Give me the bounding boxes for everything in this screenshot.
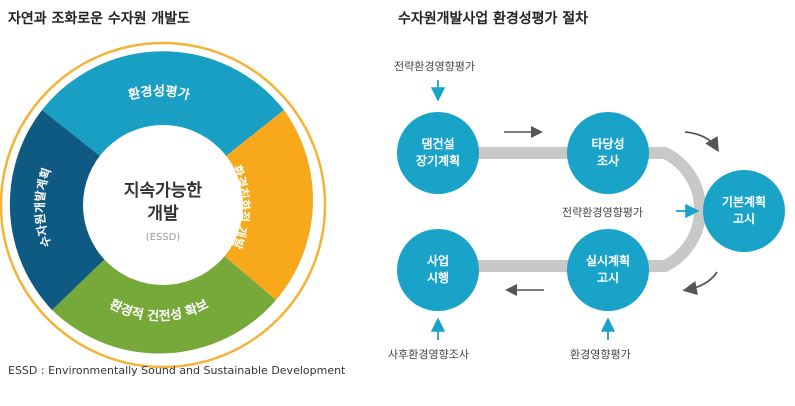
process-track [440,147,707,272]
essd-ring-diagram: 환경성평가 환경친화적 개발 환경적 건전성 확보 수자원개발계획 지속가능한 … [0,41,327,369]
center-line1: 지속가능한 [124,181,203,201]
label-post-eia-survey: 사후환경영향조사 [388,348,469,361]
node-basic-plan: 기본계획 고시 [703,170,785,252]
right-title: 수자원개발사업 환경성평가 절차 [398,11,589,27]
label-strategic-eia-middle: 전략환경영향평가 [562,206,643,219]
node-implementation-plan: 실시계획 고시 [567,229,649,311]
node-feasibility: 타당성 조사 [567,112,649,194]
arrow-basic-to-implementation [682,271,718,296]
center-abbr: (ESSD) [146,232,181,243]
segment-bottom [52,254,276,354]
outer-ring [0,41,327,369]
label-eia: 환경영향평가 [570,348,631,361]
segment-top-label: 환경성평가 [127,83,192,103]
left-title: 자연과 조화로운 수자원 개발도 [8,11,191,27]
segment-right [222,110,313,300]
segment-top [42,51,284,156]
segment-left-label: 수자원개발계획 [32,166,54,249]
node-project: 사업 시행 [397,229,479,311]
segment-left [9,110,108,310]
segment-right-label: 환경친화적 개발 [230,163,253,251]
essd-footnote: ESSD : Environmentally Sound and Sustain… [8,364,346,377]
arrow-feasibility-to-basic [684,131,719,153]
center-circle [83,125,243,285]
center-line2: 개발 [147,204,179,224]
label-strategic-eia-top: 전략환경영향평가 [394,60,475,73]
node-dam-plan: 댐건설 장기계획 [397,112,479,194]
